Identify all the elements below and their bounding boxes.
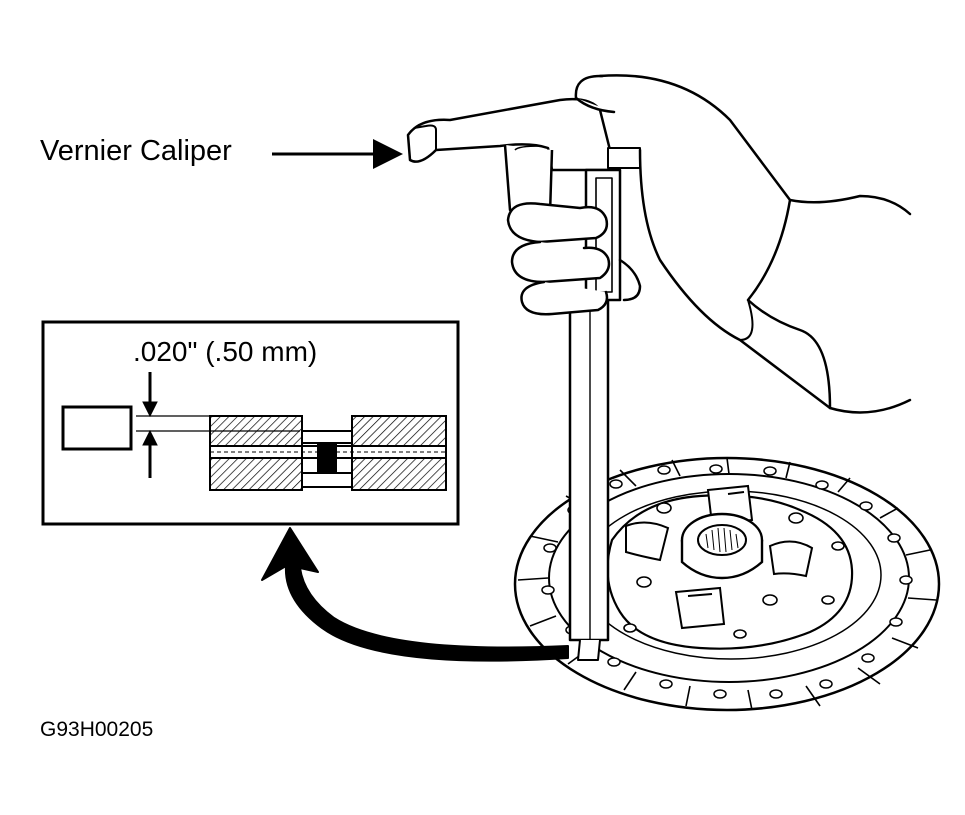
detail-inset: [41, 320, 460, 526]
gauge-block-icon: [61, 405, 133, 451]
figure-id: G93H00205: [40, 718, 154, 741]
hand-icon: [506, 74, 912, 414]
vernier-caliper-icon: [406, 97, 641, 661]
rivet-cross-section-icon: [209, 415, 447, 491]
specification-label: .020" (.50 mm): [133, 336, 318, 367]
tool-label: Vernier Caliper: [40, 135, 232, 167]
detail-callout-arrow: [261, 527, 569, 662]
clutch-disc-icon: [513, 456, 941, 712]
